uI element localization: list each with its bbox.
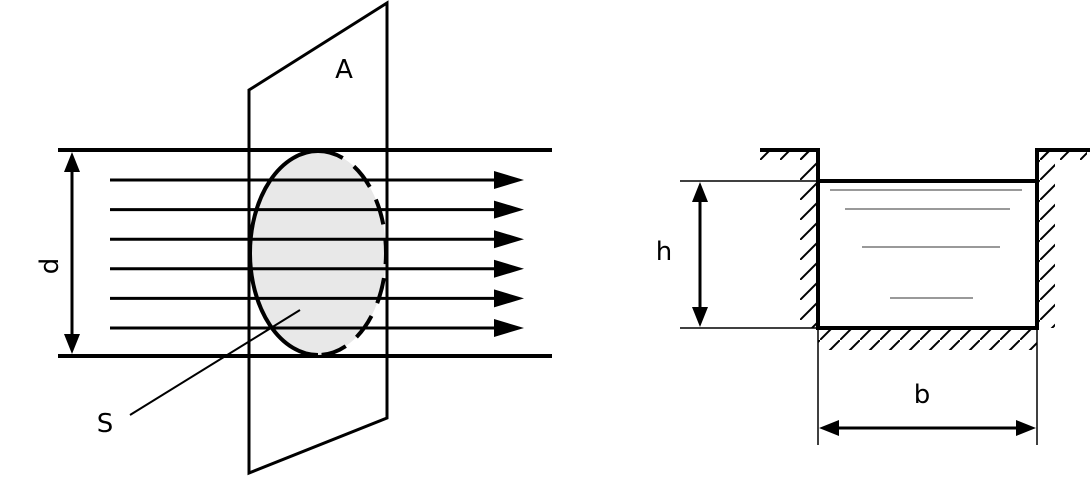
depth-dimension [680,180,818,329]
section-label: S [97,409,114,439]
plane-label: A [335,55,353,85]
depth-label: h [656,237,672,267]
left-figure: d A S [35,0,552,476]
flow-arrowhead [494,289,524,308]
flow-arrowhead [494,200,524,219]
flow-arrowhead [494,319,524,337]
right-figure: h b [656,148,1090,445]
flow-arrowhead [494,259,524,278]
diameter-dimension [64,152,80,354]
section-leader-line [129,309,301,416]
diameter-label: d [35,258,65,275]
channel-outline [760,148,1090,330]
flow-arrowhead [494,230,524,249]
flow-lines [110,171,524,337]
plane-a [247,0,389,476]
water-lines [830,189,1022,299]
channel-ground-hatching [760,150,1087,350]
flow-arrowhead [494,171,524,189]
cross-section-s [248,149,388,357]
width-label: b [914,380,931,410]
width-dimension [817,328,1038,445]
